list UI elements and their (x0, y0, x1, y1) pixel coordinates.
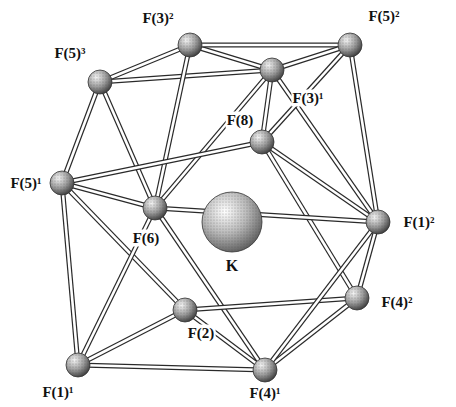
edge-outline (78, 365, 265, 370)
edge-outline (62, 183, 185, 310)
edge-fill (190, 44, 350, 47)
edge-outline (100, 82, 155, 208)
atom-label: F(2) (187, 325, 216, 342)
edge-fill (185, 310, 265, 370)
fluorine-sphere (50, 171, 74, 195)
sphere-texture (88, 70, 112, 94)
fluorine-sphere (338, 33, 362, 57)
sphere-texture (66, 353, 90, 377)
fluorine-sphere (178, 33, 202, 57)
edge-outline (265, 222, 378, 370)
edge-outline (185, 310, 265, 370)
edge-outline (155, 208, 378, 222)
edge-outline (62, 142, 262, 183)
fluorine-sphere (366, 210, 390, 234)
atom-spheres (50, 33, 390, 382)
fluorine-sphere (88, 70, 112, 94)
potassium-sphere (202, 192, 262, 252)
fluorine-sphere (253, 358, 277, 382)
edge-fill (62, 142, 262, 183)
sphere-texture (178, 33, 202, 57)
sphere-texture (253, 358, 277, 382)
edge-outline (262, 142, 378, 222)
atom-label: F(3)¹ (291, 90, 324, 107)
atom-label: F(6) (132, 230, 161, 247)
sphere-texture (202, 192, 262, 252)
edge-outline (350, 45, 378, 222)
edge-outline (190, 43, 350, 48)
atom-label: F(5)¹ (9, 175, 42, 192)
atom-label: F(4)¹ (248, 385, 281, 402)
edge-fill (190, 45, 272, 70)
fluorine-sphere (173, 298, 197, 322)
fluorine-sphere (143, 196, 167, 220)
fluorine-sphere (260, 58, 284, 82)
edge-outline (185, 298, 357, 310)
atom-label: F(1)² (402, 214, 435, 231)
edge-outline (78, 310, 185, 365)
atom-label: K (225, 257, 239, 275)
atom-label: F(5)³ (53, 45, 86, 62)
atom-label: F(1)¹ (41, 384, 74, 401)
fluorine-sphere (345, 286, 369, 310)
edge-fill (350, 45, 378, 222)
edge-outline (272, 70, 378, 222)
fluorine-sphere (66, 353, 90, 377)
edge-outline (62, 183, 78, 365)
edge-fill (78, 310, 185, 365)
edge-fill (272, 70, 378, 222)
edge-fill (62, 183, 78, 365)
edge-fill (62, 183, 185, 310)
edge-fill (155, 208, 378, 222)
atom-label: F(4)² (380, 294, 413, 311)
edge-fill (265, 222, 378, 370)
sphere-texture (366, 210, 390, 234)
edge-fill (262, 142, 378, 222)
edge-fill (78, 365, 265, 370)
atom-label: F(5)² (367, 8, 400, 25)
sphere-texture (260, 58, 284, 82)
sphere-texture (338, 33, 362, 57)
sphere-texture (143, 196, 167, 220)
edge-fill (62, 82, 100, 183)
edge-fill (185, 298, 357, 310)
edge-outline (190, 45, 272, 70)
edge-outline (62, 82, 100, 183)
atom-label: F(8) (226, 112, 255, 129)
sphere-texture (250, 130, 274, 154)
sphere-texture (50, 171, 74, 195)
edge-fill (100, 82, 155, 208)
atom-label: F(3)² (141, 10, 174, 27)
fluorine-sphere (250, 130, 274, 154)
sphere-texture (173, 298, 197, 322)
polyhedron-edges (62, 45, 378, 370)
sphere-texture (345, 286, 369, 310)
